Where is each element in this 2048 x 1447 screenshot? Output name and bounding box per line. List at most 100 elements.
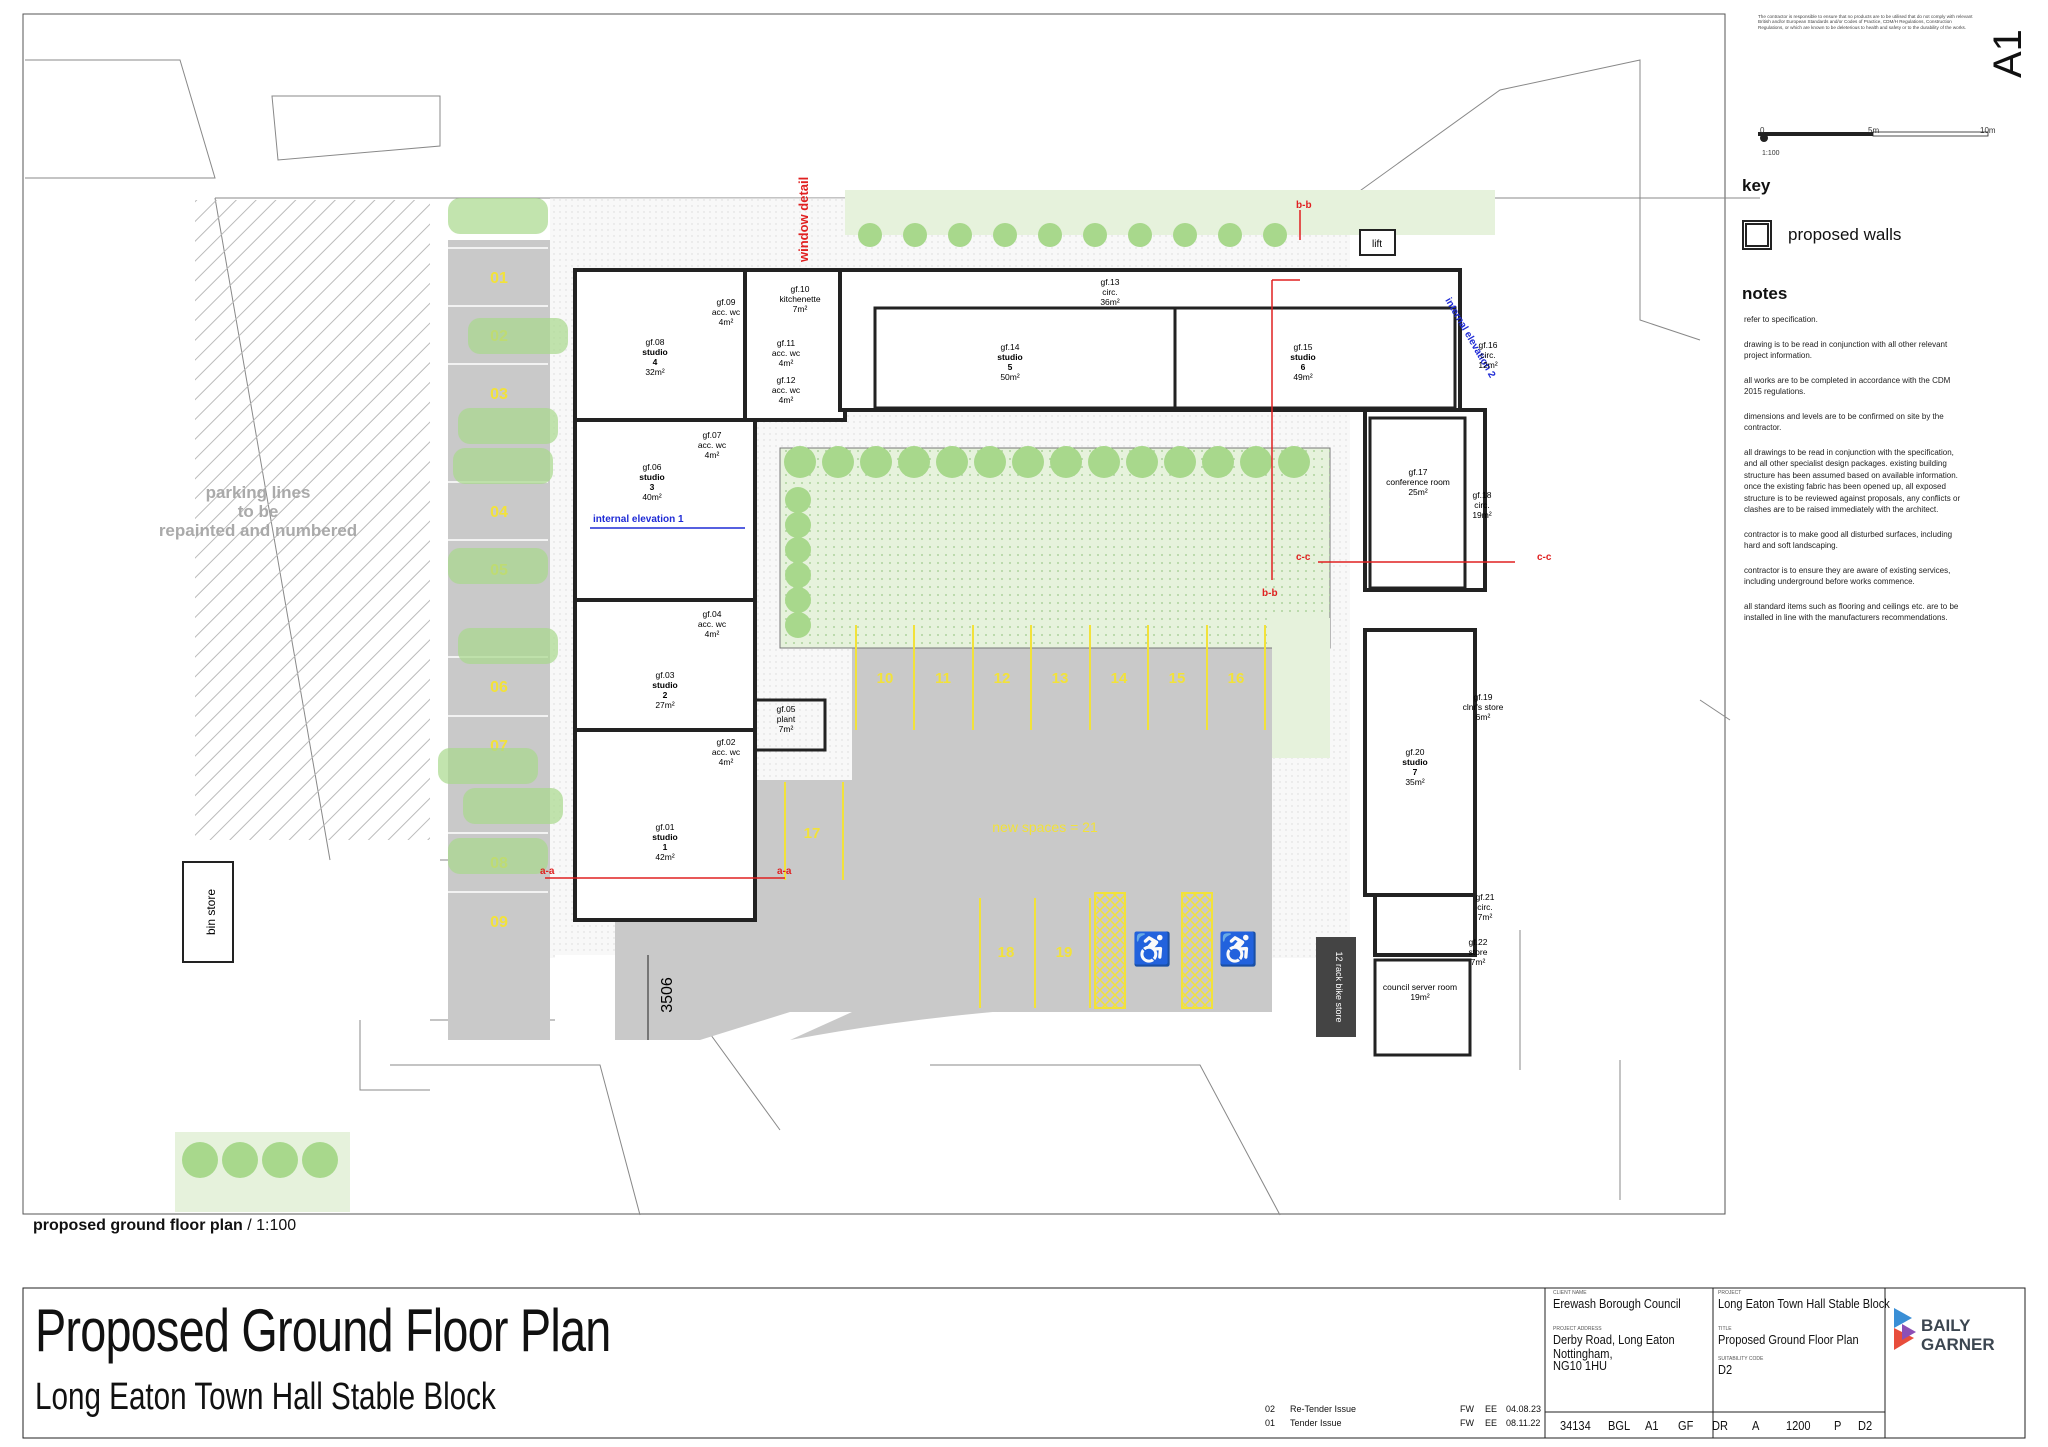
rev-chk: EE	[1485, 1404, 1498, 1414]
svg-text:36m²: 36m²	[1100, 297, 1120, 307]
wheelchair-icon: ♿	[1132, 931, 1172, 967]
address-line: Derby Road, Long Eaton	[1553, 1332, 1675, 1347]
tree-canopy	[458, 408, 558, 444]
parking-bay-number: 04	[490, 504, 508, 521]
tree-canopy	[785, 612, 811, 638]
tree-canopy	[1050, 446, 1082, 478]
tree-canopy	[785, 537, 811, 563]
svg-text:gf.01: gf.01	[656, 822, 675, 832]
left-parking-area	[448, 240, 550, 950]
parking-bay-number: 15	[1169, 670, 1186, 687]
sheet-size: A1	[1986, 29, 2030, 78]
title-value: Proposed Ground Floor Plan	[1718, 1332, 1859, 1347]
internal-elevation-1-label: internal elevation 1	[593, 514, 684, 525]
section-c-label-right: c-c	[1537, 552, 1552, 563]
svg-text:7m²: 7m²	[1471, 957, 1486, 967]
tree-canopy	[1038, 223, 1062, 247]
svg-text:studio: studio	[652, 680, 678, 690]
svg-text:27m²: 27m²	[655, 700, 675, 710]
scale-bar-label-0: 0	[1760, 126, 1765, 135]
tree-strip-left	[438, 198, 568, 874]
svg-text:gf.04: gf.04	[703, 609, 722, 619]
svg-text:6m²: 6m²	[1476, 712, 1491, 722]
svg-text:7m²: 7m²	[793, 304, 808, 314]
svg-text:studio: studio	[642, 347, 668, 357]
parking-bay-number: 11	[935, 670, 951, 687]
drawing-number-cell: DR	[1712, 1418, 1728, 1433]
note-item: all works are to be completed in accorda…	[1744, 375, 1951, 397]
new-spaces-label: new spaces = 21	[992, 819, 1098, 835]
scale-ratio: 1:100	[1762, 150, 1780, 157]
svg-text:studio: studio	[639, 472, 665, 482]
svg-text:gf.21: gf.21	[1476, 892, 1495, 902]
svg-text:49m²: 49m²	[1293, 372, 1313, 382]
svg-text:19m²: 19m²	[1472, 510, 1492, 520]
svg-text:acc. wc: acc. wc	[772, 385, 801, 395]
accessible-bay-hatch	[1094, 892, 1126, 1009]
svg-text:gf.19: gf.19	[1474, 692, 1493, 702]
key-title: key	[1742, 176, 1771, 195]
rev-by: FW	[1460, 1404, 1474, 1414]
tree-canopy	[903, 223, 927, 247]
accessible-bay-hatch	[1181, 892, 1213, 1009]
svg-text:4m²: 4m²	[719, 317, 734, 327]
note-item: refer to specification.	[1744, 315, 1818, 324]
svg-text:gf.10: gf.10	[791, 284, 810, 294]
svg-text:store: store	[1469, 947, 1488, 957]
tree-canopy	[1173, 223, 1197, 247]
tree-canopy	[448, 548, 548, 584]
svg-text:gf.08: gf.08	[646, 337, 665, 347]
rev-desc: Tender Issue	[1290, 1418, 1342, 1428]
svg-text:6: 6	[1301, 362, 1306, 372]
svg-text:5: 5	[1008, 362, 1013, 372]
svg-text:gf.14: gf.14	[1001, 342, 1020, 352]
tree-canopy	[1128, 223, 1152, 247]
tree-canopy	[1126, 446, 1158, 478]
drawing-number-cell: BGL	[1608, 1418, 1631, 1433]
svg-text:50m²: 50m²	[1000, 372, 1020, 382]
svg-text:gf.16: gf.16	[1479, 340, 1498, 350]
bin-store	[182, 861, 234, 963]
svg-text:3: 3	[650, 482, 655, 492]
svg-text:25m²: 25m²	[1408, 487, 1428, 497]
svg-text:gf.17: gf.17	[1409, 467, 1428, 477]
svg-text:19m²: 19m²	[1410, 992, 1430, 1002]
bike-store	[1316, 937, 1356, 1037]
svg-text:4m²: 4m²	[705, 450, 720, 460]
tree-canopy	[993, 223, 1017, 247]
svg-text:7: 7	[1413, 767, 1418, 777]
section-a-label-right: a-a	[777, 866, 792, 877]
svg-text:council server room: council server room	[1383, 982, 1457, 992]
rev-number: 01	[1265, 1418, 1276, 1428]
svg-text:gf.18: gf.18	[1473, 490, 1492, 500]
notes-list: refer to specification. drawing is to be…	[1744, 314, 1966, 637]
svg-text:12m²: 12m²	[1478, 360, 1498, 370]
parking-bay-number: 09	[490, 914, 508, 931]
rev-chk: EE	[1485, 1418, 1498, 1428]
note-item: contractor is to make good all disturbed…	[1744, 529, 1953, 551]
zebra-crossing	[555, 955, 615, 1033]
tree-canopy	[784, 446, 816, 478]
drawing-number-cell: 34134	[1560, 1418, 1591, 1433]
svg-text:gf.22: gf.22	[1469, 937, 1488, 947]
drawing-caption: proposed ground floor plan / 1:100	[33, 1217, 297, 1234]
proposed-walls-swatch	[1742, 220, 1772, 250]
rev-date: 08.11.22	[1506, 1418, 1541, 1428]
drawing-number-cell: D2	[1858, 1418, 1873, 1433]
address-line: NG10 1HU	[1553, 1358, 1608, 1373]
svg-text:studio: studio	[1290, 352, 1316, 362]
section-a-label-left: a-a	[540, 866, 555, 877]
svg-text:4m²: 4m²	[779, 358, 794, 368]
svg-text:32m²: 32m²	[645, 367, 665, 377]
tree-canopy	[936, 446, 968, 478]
svg-text:studio: studio	[652, 832, 678, 842]
tree-canopy	[438, 748, 538, 784]
tree-canopy	[948, 223, 972, 247]
